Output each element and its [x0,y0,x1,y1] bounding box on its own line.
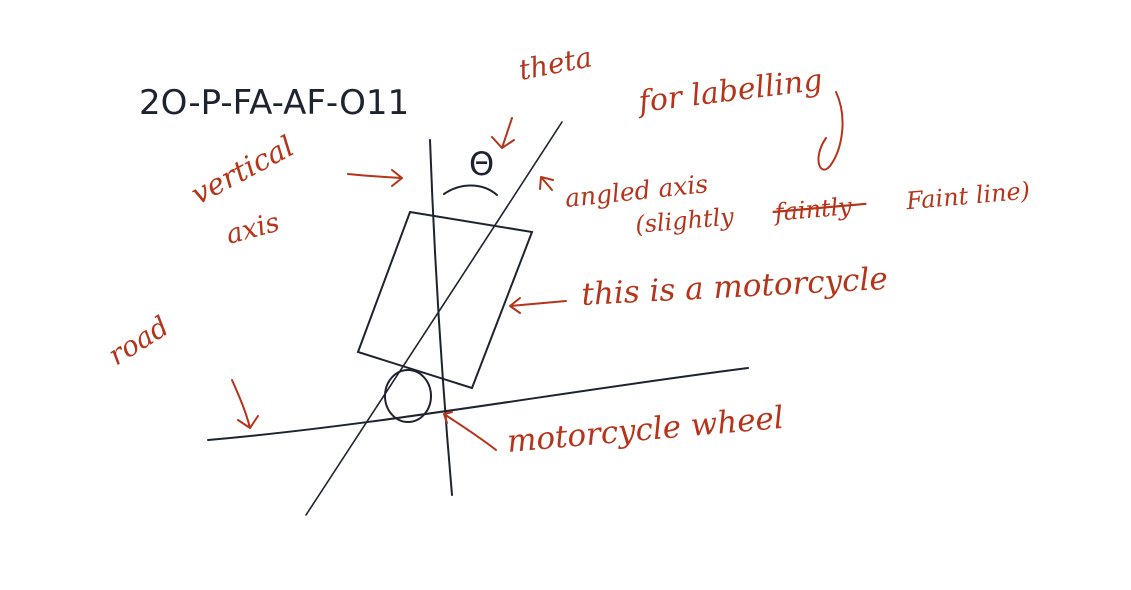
wheel-arrow [443,411,497,451]
annotation-arrows [231,91,844,451]
theta-arc [443,184,498,196]
theta-label: theta [516,40,595,86]
vertical-axis-line [429,139,453,496]
motorcycle-note: this is a motorcycle [581,261,889,313]
road-line [207,367,749,441]
note-open: (slightly [634,202,735,239]
motorcycle-wheel [384,369,432,423]
for-labelling-note: for labelling [635,63,825,121]
labelling-loop [817,91,844,171]
angled-axis-arrow [539,176,554,191]
vertical-axis-word: axis [223,207,283,251]
vertical-label: vertical [185,129,299,211]
vertical-axis-arrow [347,169,403,187]
motorcycle-body [356,210,534,390]
drawing-id: 2O-P-FA-AF-O11 [139,83,409,123]
motorcycle-arrow [509,297,567,314]
strikethrough [772,202,867,214]
road-label: road [102,310,174,372]
angled-axis-line [305,121,563,516]
wheel-note: motorcycle wheel [506,400,786,460]
pencil-drawing [207,121,749,516]
note-close: Faint line) [904,177,1031,216]
theta-symbol: Θ [469,145,494,183]
theta-arrow [491,117,515,149]
road-arrow [231,379,259,429]
